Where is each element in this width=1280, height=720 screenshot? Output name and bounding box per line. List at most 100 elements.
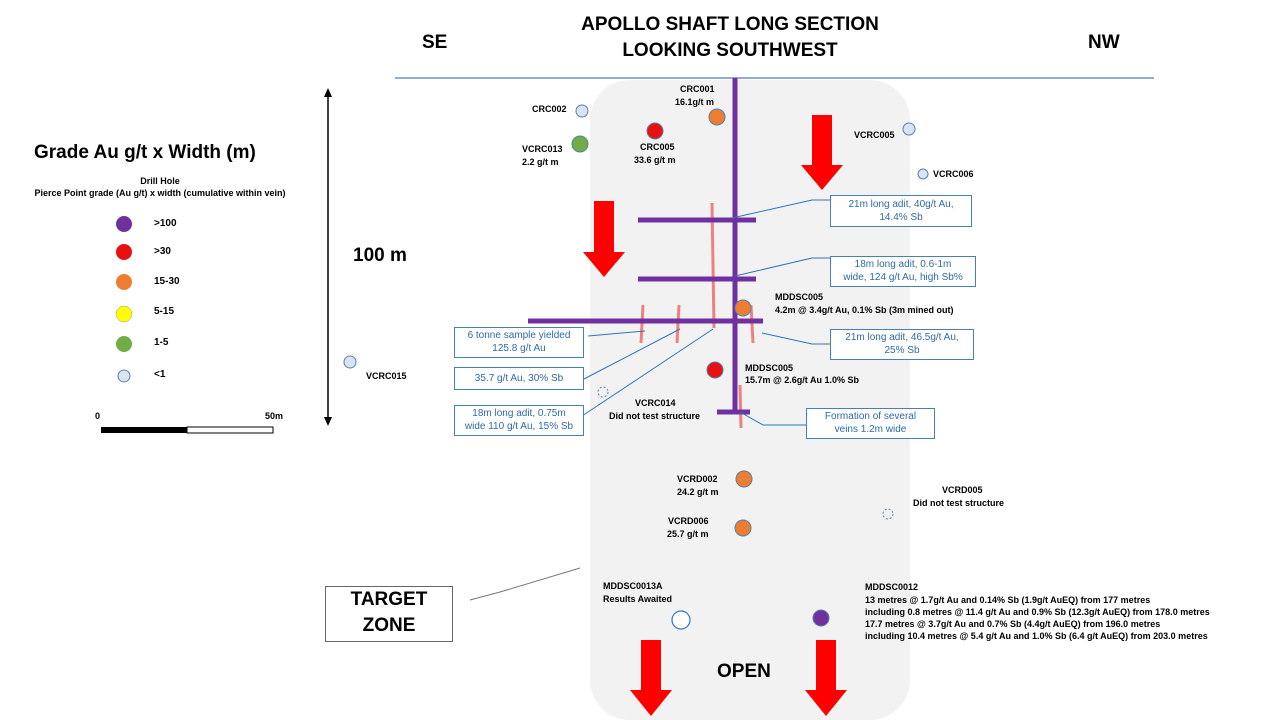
label-vcrd002-grade: 24.2 g/t m <box>677 487 719 497</box>
callout-adit21-b-line2: 25% Sb <box>884 345 920 356</box>
callout-sample: 6 tonne sample yielded 125.8 g/t Au <box>454 327 584 358</box>
label-mddsc005b-name: MDDSC005 <box>745 363 794 373</box>
title-line-1: APOLLO SHAFT LONG SECTION <box>581 14 879 35</box>
target-leader-line <box>469 567 581 601</box>
hole-vcrc005-marker <box>902 122 916 136</box>
legend-label-1-5: 1-5 <box>154 337 169 348</box>
callout-sample-line2: 125.8 g/t Au <box>492 343 546 354</box>
label-mddsc0012-line4: including 10.4 metres @ 5.4 g/t Au and 1… <box>865 631 1208 641</box>
target-zone-box: TARGET ZONE <box>325 586 453 642</box>
diagram-title: APOLLO SHAFT LONG SECTION LOOKING SOUTHW… <box>430 12 1030 64</box>
open-label: OPEN <box>717 661 771 682</box>
legend-label-5-15: 5-15 <box>154 306 175 317</box>
label-vcrc015: VCRC015 <box>366 371 407 381</box>
callout-sample-line1: 6 tonne sample yielded <box>467 330 571 341</box>
label-crc005-grade: 33.6 g/t m <box>634 155 676 165</box>
direction-nw: NW <box>1088 32 1120 53</box>
legend-swatch-15-30 <box>116 274 132 290</box>
vertical-scale-label: 100 m <box>353 245 407 266</box>
hole-vcrd005-marker <box>882 508 894 520</box>
red-arrow-down-icon <box>801 115 843 190</box>
label-mddsc0012-line3: 17.7 metres @ 3.7g/t Au and 0.7% Sb (4.4… <box>865 619 1161 629</box>
label-mddsc0012-line1: 13 metres @ 1.7g/t Au and 0.14% Sb (1.9g… <box>865 595 1151 605</box>
vertical-scale-arrow <box>324 88 332 426</box>
hole-mddsc005b-marker <box>706 361 724 379</box>
label-mddsc0013a-note: Results Awaited <box>603 594 673 604</box>
label-crc005-name: CRC005 <box>640 142 675 152</box>
callout-formation: Formation of several veins 1.2m wide <box>806 408 935 439</box>
callout-adit21-b: 21m long adit, 46.5g/t Au, 25% Sb <box>830 329 974 360</box>
legend-swatch-gt30 <box>116 244 132 260</box>
legend-label-gt30: >30 <box>154 246 171 257</box>
hole-mddsc0012-marker <box>812 609 830 627</box>
label-crc002: CRC002 <box>532 104 567 114</box>
vein-lines <box>639 202 755 429</box>
legend-swatch-1-5 <box>116 336 132 352</box>
target-zone-line2: ZONE <box>362 615 416 636</box>
hole-crc002-marker <box>575 104 589 118</box>
hole-crc005-marker <box>646 122 664 140</box>
label-mddsc005a-result: 4.2m @ 3.4g/t Au, 0.1% Sb (3m mined out) <box>775 305 954 315</box>
callout-formation-line2: veins 1.2m wide <box>834 424 907 435</box>
callout-adit21-b-line1: 21m long adit, 46.5g/t Au, <box>845 332 959 343</box>
hole-vcrc014-marker <box>597 386 609 398</box>
label-vcrd005-name: VCRD005 <box>942 485 983 495</box>
callout-adit21-a: 21m long adit, 40g/t Au, 14.4% Sb <box>830 195 972 227</box>
title-line-2: LOOKING SOUTHWEST <box>622 40 838 61</box>
callout-adit18-b-line2: wide 110 g/t Au, 15% Sb <box>464 421 574 432</box>
label-vcrc013-grade: 2.2 g/t m <box>522 157 559 167</box>
legend-subtitle-1: Drill Hole <box>140 176 180 186</box>
callout-adit18-a-line2: wide, 124 g/t Au, high Sb% <box>843 272 963 283</box>
label-vcrd006-grade: 25.7 g/t m <box>667 529 709 539</box>
hole-vcrd002-marker <box>735 470 753 488</box>
red-arrow-down-icon <box>630 640 672 716</box>
callout-formation-line1: Formation of several <box>824 411 917 422</box>
label-mddsc005a-name: MDDSC005 <box>775 292 824 302</box>
callout-adit18-a-line1: 18m long adit, 0.6-1m <box>854 259 952 270</box>
legend-swatch-5-15 <box>115 305 133 323</box>
hole-vcrc015-marker <box>343 355 357 369</box>
scale-start-label: 0 <box>95 411 101 421</box>
legend-label-gt100: >100 <box>154 218 177 229</box>
label-mddsc005b-result: 15.7m @ 2.6g/t Au 1.0% Sb <box>745 375 859 385</box>
legend-label-lt1: <1 <box>154 369 166 380</box>
hole-crc001-marker <box>708 108 726 126</box>
callout-adit18-b-line1: 18m long adit, 0.75m <box>472 408 566 419</box>
hole-mddsc005a-marker <box>734 299 752 317</box>
label-vcrc014-note: Did not test structure <box>609 411 701 421</box>
callout-adit21-a-line2: 14.4% Sb <box>879 212 923 223</box>
target-zone-line1: TARGET <box>350 589 428 610</box>
label-crc001-name: CRC001 <box>680 84 715 94</box>
label-mddsc0012-line2: including 0.8 metres @ 11.4 g/t Au and 0… <box>865 607 1210 617</box>
hole-vcrd006-marker <box>734 519 752 537</box>
legend-swatch-lt1 <box>117 369 131 383</box>
shaft-and-adits <box>528 78 763 415</box>
label-vcrc014-name: VCRC014 <box>635 398 676 408</box>
hole-mddsc0013a-marker <box>671 610 691 630</box>
horizontal-scale-bar <box>101 426 274 434</box>
scale-end-label: 50m <box>265 411 284 421</box>
hole-vcrc013-marker <box>571 135 589 153</box>
label-crc001-grade: 16.1g/t m <box>675 97 715 107</box>
callout-grade357: 35.7 g/t Au, 30% Sb <box>454 367 584 390</box>
callout-adit18-b: 18m long adit, 0.75m wide 110 g/t Au, 15… <box>454 405 584 436</box>
label-vcrc006: VCRC006 <box>933 169 974 179</box>
target-zone-area <box>590 80 910 720</box>
label-vcrd006-name: VCRD006 <box>668 516 709 526</box>
direction-se: SE <box>422 32 448 53</box>
label-vcrd005-note: Did not test structure <box>913 498 1005 508</box>
legend-label-15-30: 15-30 <box>154 276 180 287</box>
label-mddsc0013a-name: MDDSC0013A <box>603 581 663 591</box>
legend-title: Grade Au g/t x Width (m) <box>34 142 256 163</box>
legend-subtitle-2: Pierce Point grade (Au g/t) x width (cum… <box>34 188 286 198</box>
label-vcrc005: VCRC005 <box>854 130 895 140</box>
callout-leader-lines <box>581 199 830 426</box>
callout-adit18-a: 18m long adit, 0.6-1m wide, 124 g/t Au, … <box>830 256 976 287</box>
callout-adit21-a-line1: 21m long adit, 40g/t Au, <box>848 199 954 210</box>
red-arrow-down-icon <box>583 201 625 277</box>
label-vcrd002-name: VCRD002 <box>677 474 718 484</box>
legend-swatch-gt100 <box>116 216 132 232</box>
label-vcrc013-name: VCRC013 <box>522 144 563 154</box>
hole-vcrc006-marker <box>917 168 929 180</box>
